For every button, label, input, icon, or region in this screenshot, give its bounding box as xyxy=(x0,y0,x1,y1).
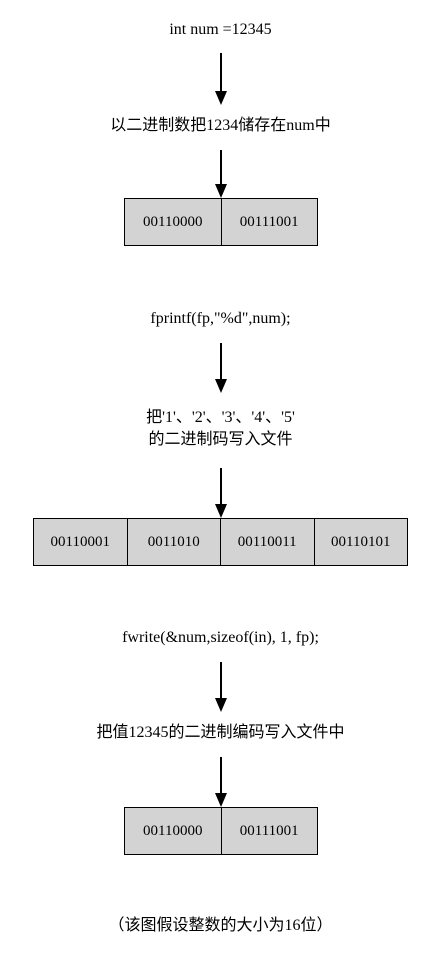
byte-row-text-file: 00110001 0011010 00110011 00110101 xyxy=(33,518,408,566)
down-arrow-icon xyxy=(215,662,227,712)
byte-cell: 0011010 xyxy=(126,519,221,565)
down-arrow-icon xyxy=(215,53,227,105)
byte-cell: 00110000 xyxy=(143,213,203,230)
byte-cell: 00110011 xyxy=(220,519,314,565)
footnote: （该图假设整数的大小为16位） xyxy=(108,917,333,934)
down-arrow-icon xyxy=(215,757,227,807)
byte-row-memory: 00110000 00111001 xyxy=(124,198,318,246)
desc-write-binary: 把值12345的二进制编码写入文件中 xyxy=(96,724,345,741)
down-arrow-icon xyxy=(215,343,227,393)
byte-cell: 00110000 xyxy=(143,822,203,839)
byte-row-binary-file: 00110000 00111001 xyxy=(124,807,318,855)
down-arrow-icon xyxy=(215,468,227,518)
desc-store-binary: 以二进制数把1234储存在num中 xyxy=(110,117,331,134)
byte-cell: 00111001 xyxy=(220,808,318,854)
desc-write-chars-line1: 把'1'、'2'、'3'、'4'、'5' xyxy=(146,409,295,426)
code-int-num: int num =12345 xyxy=(169,21,272,38)
code-fprintf: fprintf(fp,"%d",num); xyxy=(150,310,291,327)
byte-cell: 00111001 xyxy=(220,199,318,245)
desc-write-chars-line2: 的二进制码写入文件 xyxy=(148,431,293,448)
byte-cell: 00110101 xyxy=(313,519,408,565)
byte-cell: 00110001 xyxy=(50,533,110,550)
code-fwrite: fwrite(&num,sizeof(in), 1, fp); xyxy=(122,629,319,646)
down-arrow-icon xyxy=(215,150,227,198)
